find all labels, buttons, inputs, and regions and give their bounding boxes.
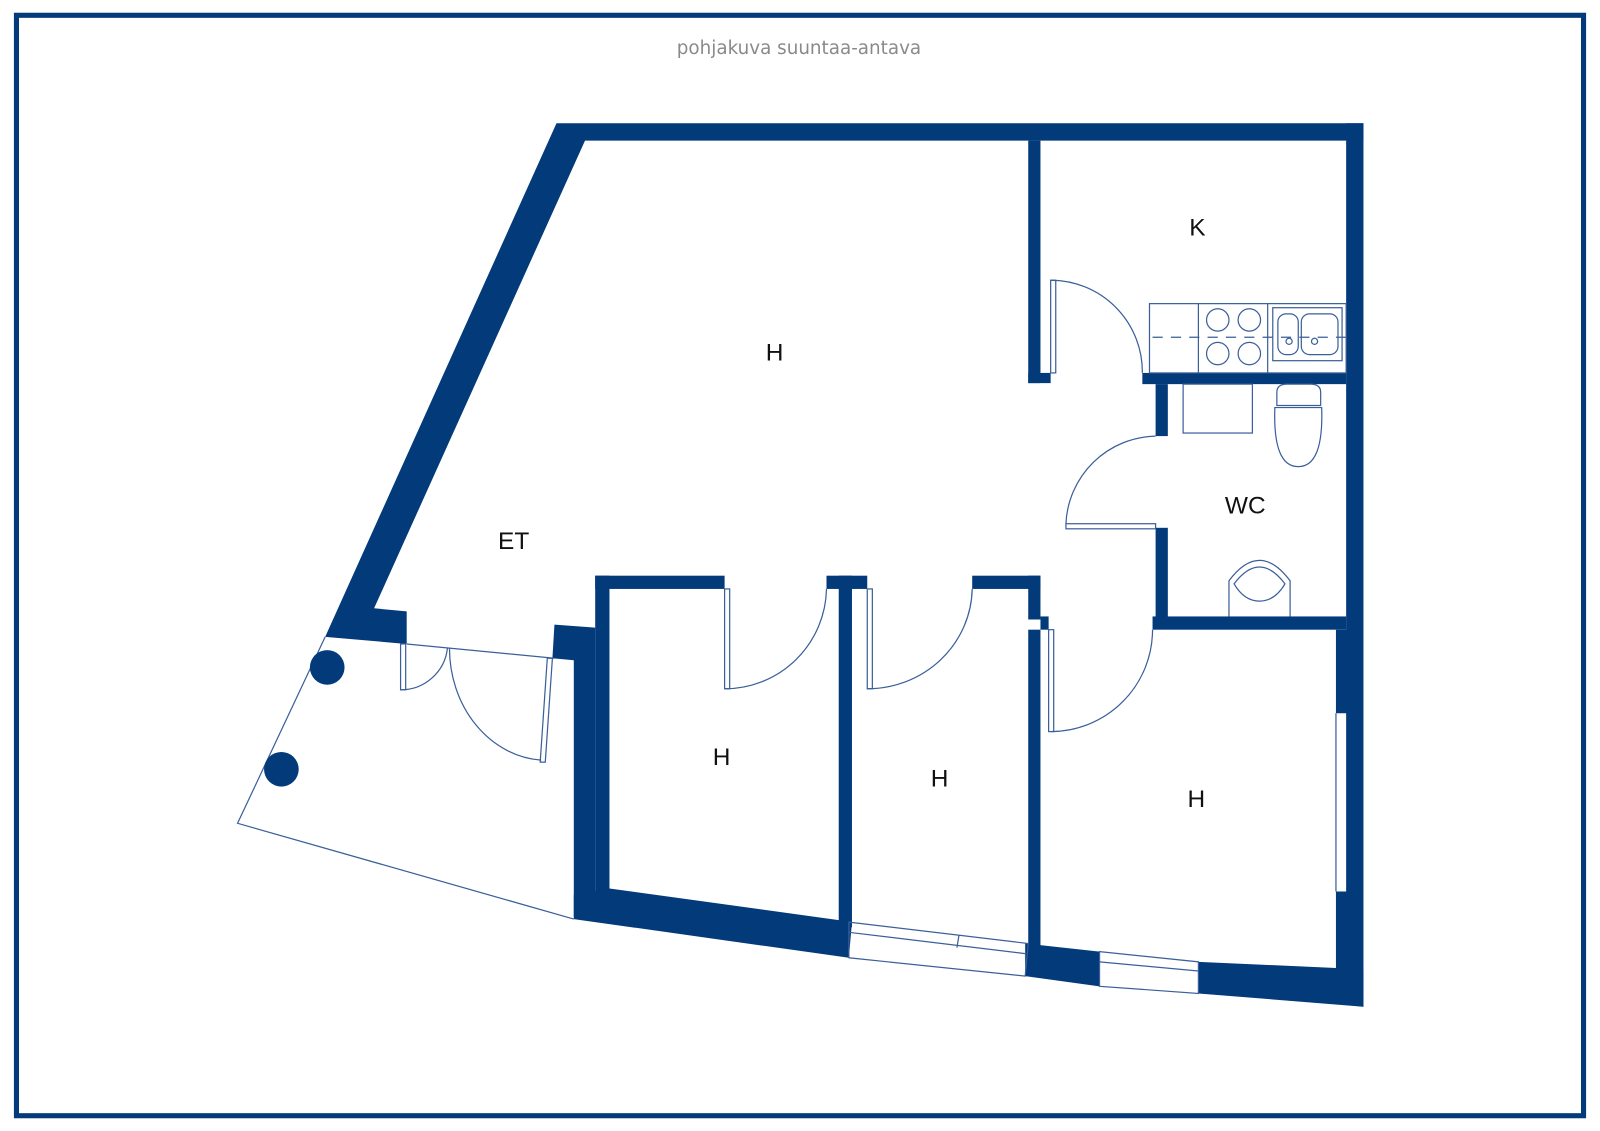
room-label-kitchen: K: [1189, 214, 1206, 241]
wall-right: [1335, 123, 1364, 1007]
stove-burner-icon: [1205, 341, 1230, 366]
wall-kitchen-cap: [1028, 372, 1051, 384]
column: [309, 650, 345, 685]
windows: [848, 713, 1337, 995]
wall-bed2-bed3-stub: [1040, 616, 1049, 630]
wall-entrance-right: [552, 624, 596, 918]
stove-burner-icon: [1205, 308, 1230, 332]
plan-title: pohjakuva suuntaa-antava: [677, 38, 921, 59]
wall-kitchen-wc: [1142, 372, 1347, 385]
wall-bed1-left: [595, 575, 610, 902]
stove-burner-icon: [1237, 341, 1262, 366]
room-labels: H K WC ET H H H: [498, 214, 1266, 813]
washbasin-icon: [1228, 559, 1291, 617]
wall-bed1-bed2: [838, 575, 852, 928]
walls: [325, 123, 1364, 1007]
room-label-bedroom-1: H: [713, 744, 731, 771]
wall-kitchen-left: [1028, 140, 1041, 384]
kitchen-fixtures: [1148, 303, 1347, 374]
room-label-living: H: [766, 340, 784, 367]
room-label-entrance: ET: [498, 528, 529, 555]
room-label-wc: WC: [1225, 493, 1266, 520]
toilet-icon: [1274, 383, 1323, 468]
stove-burner-icon: [1237, 308, 1262, 332]
sink-icon: [1272, 307, 1343, 362]
column: [264, 751, 299, 787]
room-label-bedroom-2: H: [931, 766, 949, 793]
wall-bed2-top: [972, 575, 1041, 589]
wall-wc-left-upper: [1155, 384, 1168, 437]
frame-border: [13, 12, 1587, 1119]
wc-fixtures: [1182, 383, 1323, 617]
wall-bottom-2: [1025, 943, 1100, 987]
wall-bed1-top: [595, 575, 725, 589]
wall-bottom-1: [573, 888, 852, 958]
balcony: [236, 636, 574, 920]
wall-bed2-bed3-upper: [1028, 575, 1041, 620]
wall-bottom-3: [1198, 961, 1364, 1007]
wall-wc-bottom: [1152, 616, 1347, 630]
wall-bed2-bed3: [1028, 629, 1041, 948]
doors: [399, 279, 1157, 763]
wall-wc-left-lower: [1155, 527, 1168, 622]
room-label-bedroom-3: H: [1188, 786, 1206, 813]
